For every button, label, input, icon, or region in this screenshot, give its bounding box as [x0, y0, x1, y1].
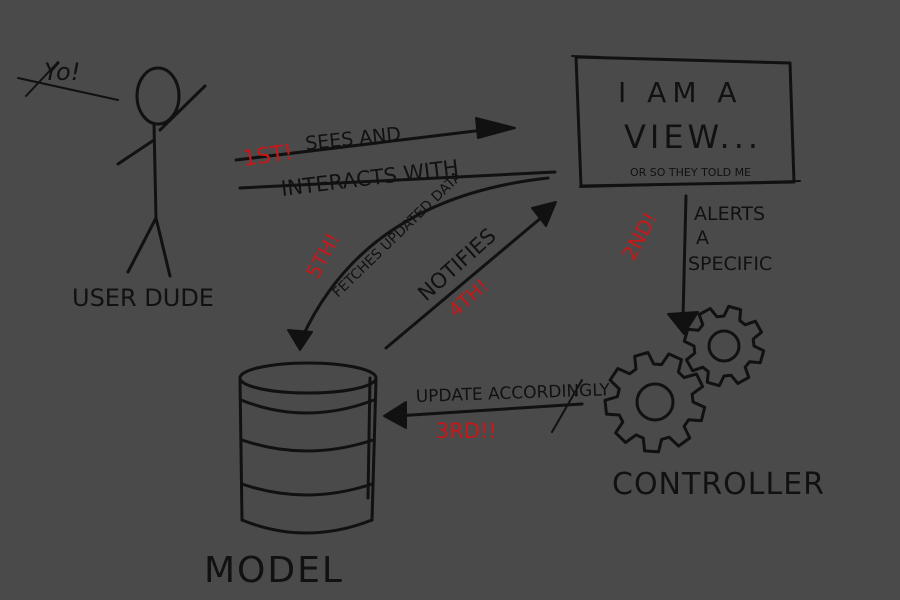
user-body — [152, 122, 158, 220]
db-top — [238, 361, 378, 395]
step2-text-a: ALERTS — [694, 203, 765, 225]
model-label: MODEL — [204, 550, 344, 591]
step1-text-a: SEES AND — [304, 123, 402, 155]
arrow4-head — [531, 201, 557, 227]
user-arm-left — [116, 138, 156, 166]
step3-number: 3RD!! — [436, 419, 497, 443]
user-leg-right — [154, 216, 172, 278]
step2-number: 2ND! — [617, 208, 662, 264]
user-leg-left — [126, 216, 158, 274]
arrow4-shaft — [384, 210, 550, 350]
view-line1: I AM A — [618, 76, 743, 109]
arrow3-shaft — [394, 402, 584, 418]
arrow-user-to-view: 1ST! SEES AND INTERACTS WITH — [234, 117, 557, 201]
step1-number: 1ST! — [241, 140, 294, 172]
arrow5-shaft — [300, 176, 550, 340]
db-bottom — [240, 518, 374, 535]
arrow1-shaft — [234, 126, 502, 162]
user-head — [135, 66, 181, 126]
speech-line — [17, 77, 119, 101]
arrow2-shaft — [681, 194, 688, 320]
step2-text-b: A — [696, 227, 709, 249]
user-label: USER DUDE — [72, 284, 214, 312]
controller-gears: CONTROLLER — [603, 304, 825, 502]
arrow-controller-to-model: UPDATE ACCORDINGLY 3RD!! — [383, 379, 611, 443]
speech-tick — [25, 61, 59, 97]
gear-small-icon — [682, 304, 766, 388]
view-line2: VIEW... — [624, 118, 762, 156]
greeting-text: Yo! — [44, 58, 80, 86]
controller-label: CONTROLLER — [612, 467, 825, 502]
arrow-view-to-controller: 2ND! ALERTS A SPECIFIC — [617, 194, 772, 335]
arrow1-head — [475, 117, 516, 139]
arrow1-underline — [238, 170, 557, 190]
gear-large-icon — [603, 351, 707, 454]
arrow3-head — [383, 401, 407, 429]
step5-number: 5TH! — [301, 229, 345, 283]
arrow3-strike — [551, 379, 583, 433]
arrow2-head — [667, 311, 699, 335]
step2-text-c: SPECIFIC — [688, 253, 772, 275]
arrow5-head — [287, 329, 313, 351]
view-box: I AM A VIEW... OR SO THEY TOLD ME — [571, 55, 801, 188]
user-figure: Yo! USER DUDE — [17, 58, 214, 312]
model-database-icon: MODEL — [204, 361, 378, 591]
user-arm-right — [158, 84, 207, 132]
view-aside: OR SO THEY TOLD ME — [630, 166, 751, 179]
